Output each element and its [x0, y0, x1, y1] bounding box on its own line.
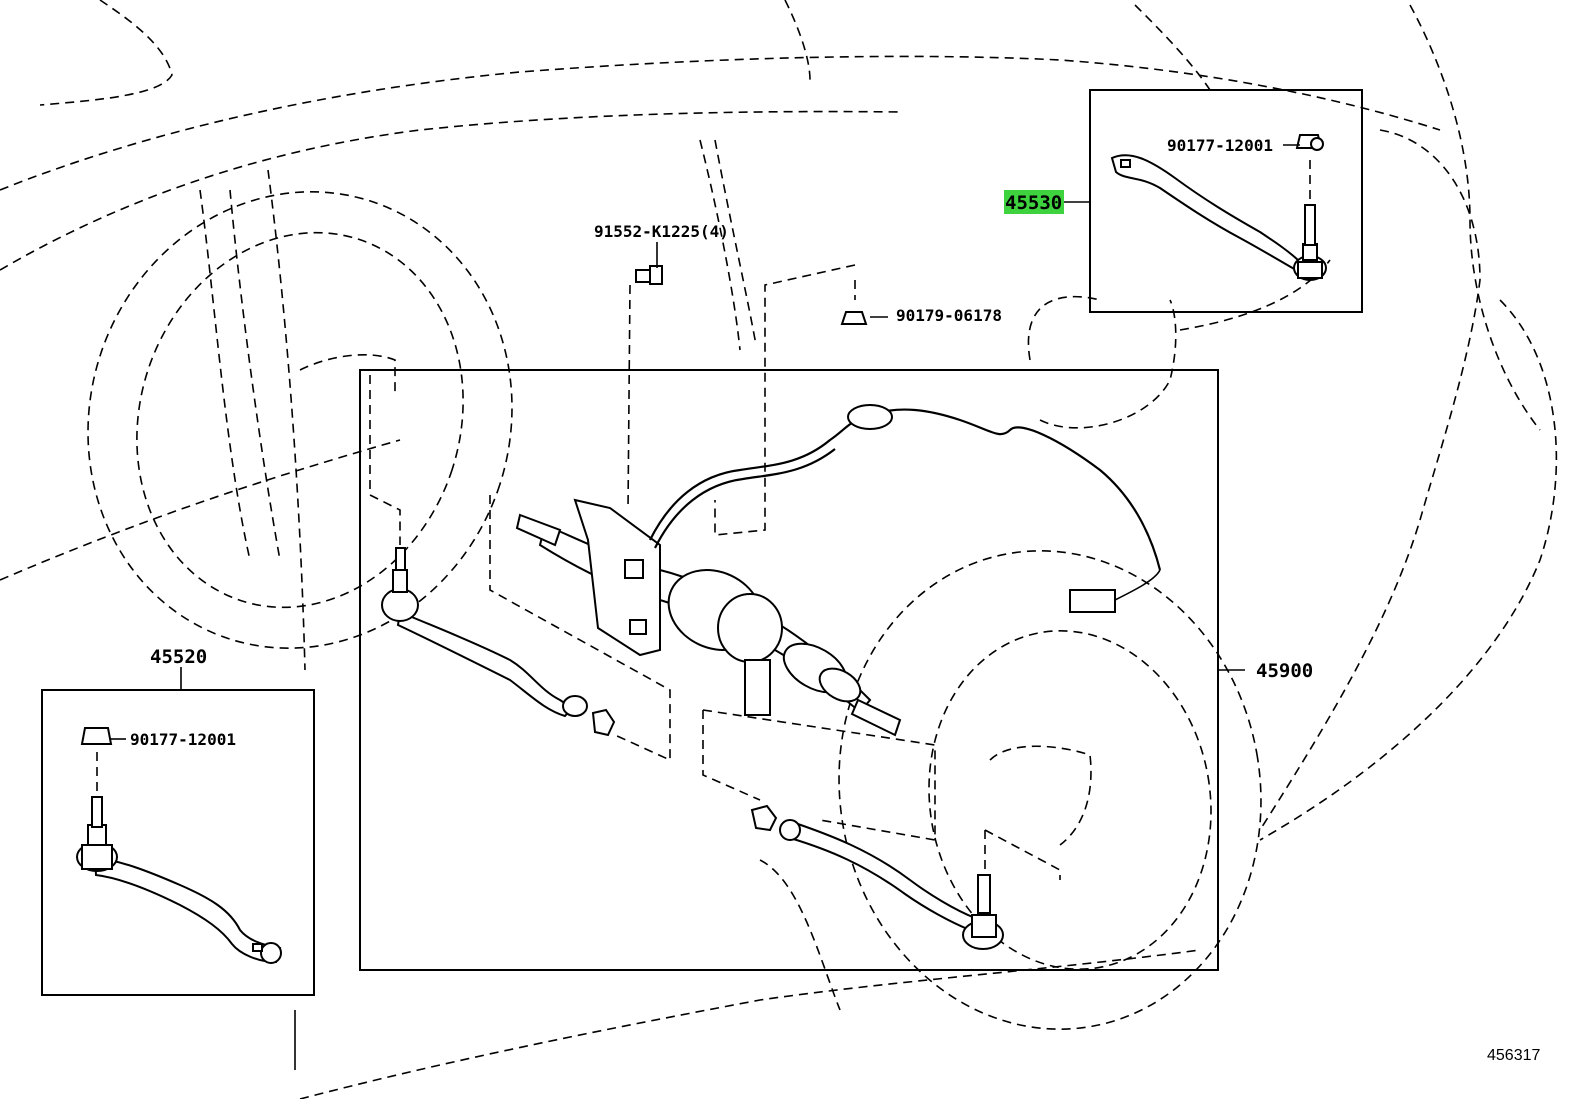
tie-rod-end-45520[interactable] — [76, 727, 282, 964]
highlight-45530 — [1004, 190, 1064, 214]
label-90177-upper[interactable]: 90177-12001 — [1167, 136, 1273, 155]
label-90177-left[interactable]: 90177-12001 — [130, 730, 236, 749]
nut-icon — [1310, 137, 1324, 151]
detail-box-45530 — [1089, 89, 1363, 313]
label-45520[interactable]: 45520 — [150, 646, 207, 668]
reference-number: 456317 — [1487, 1047, 1540, 1064]
steering-rack-assembly[interactable] — [515, 404, 1162, 737]
label-45530[interactable]: 45530 — [1005, 192, 1062, 214]
label-45900[interactable]: 45900 — [1256, 660, 1313, 682]
leader-lines — [110, 144, 1300, 740]
label-90179[interactable]: 90179-06178 — [896, 306, 1002, 325]
nut-icon-90179 — [840, 311, 868, 325]
tie-rod-end-45530[interactable] — [1110, 134, 1327, 281]
bolt-icon — [635, 265, 663, 285]
installation-guides — [369, 264, 1061, 880]
label-91552[interactable]: 91552-K1225(4) — [594, 222, 729, 241]
detail-box-45520 — [41, 689, 315, 996]
tie-rod-end-left[interactable] — [381, 547, 616, 737]
tie-rod-end-right[interactable] — [750, 804, 1004, 950]
vehicle-body-outline — [0, 0, 1558, 1099]
